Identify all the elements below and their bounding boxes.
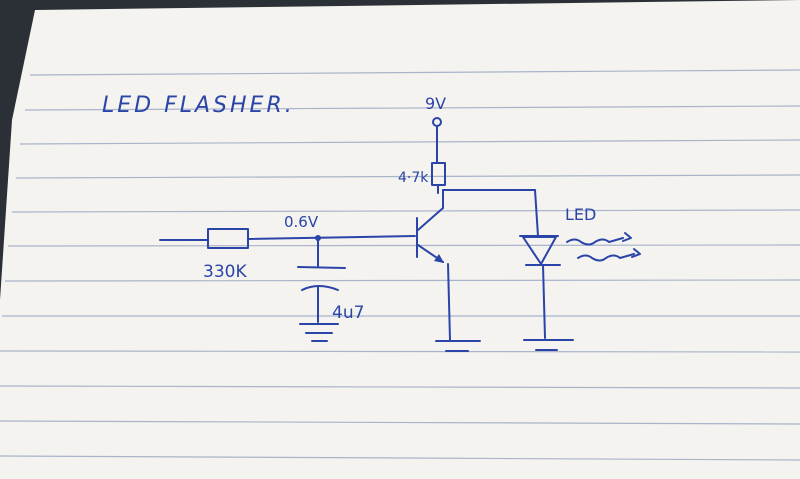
title: LED FLASHER. (102, 93, 295, 118)
base-resistor-label: 330K (203, 262, 247, 282)
base-resistor (159, 228, 416, 249)
collector-resistor-label: 4·7k (398, 170, 429, 186)
capacitor (297, 237, 346, 342)
capacitor-label: 4u7 (332, 303, 364, 323)
npn-transistor (416, 207, 444, 263)
supply-node (431, 117, 446, 194)
ruled-lines (0, 69, 800, 461)
emitter-ground (435, 263, 481, 352)
collector-wiring (442, 189, 539, 237)
base-node-voltage-label: 0.6V (284, 213, 319, 231)
supply-voltage-label: 9V (425, 94, 446, 113)
led-label: LED (565, 205, 596, 224)
led-ground (523, 339, 574, 351)
led (519, 232, 641, 339)
